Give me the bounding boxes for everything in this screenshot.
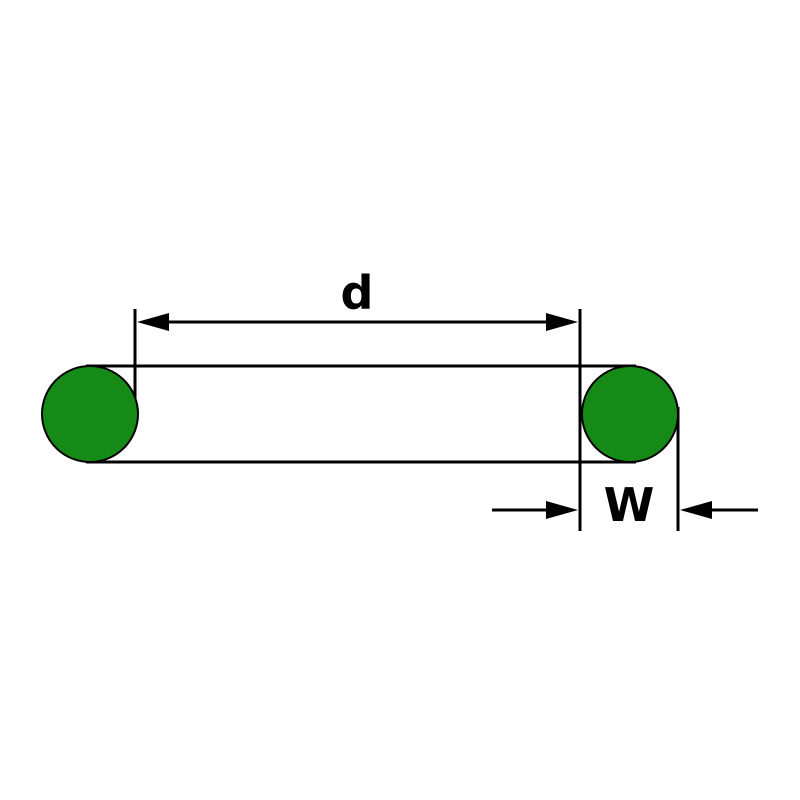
oring-cross-section-left [41,365,139,463]
w-dimension-arrows [492,501,758,519]
d-arrowhead-right-icon [546,313,578,331]
w-arrowhead-right-icon [680,501,712,519]
d-dimension-arrow [137,313,578,331]
d-arrowhead-left-icon [137,313,169,331]
w-arrowhead-left-icon [546,501,578,519]
label-cross-section-width: W [604,478,655,532]
oring-cross-section-right [581,365,679,463]
label-inner-diameter: d [341,266,374,320]
